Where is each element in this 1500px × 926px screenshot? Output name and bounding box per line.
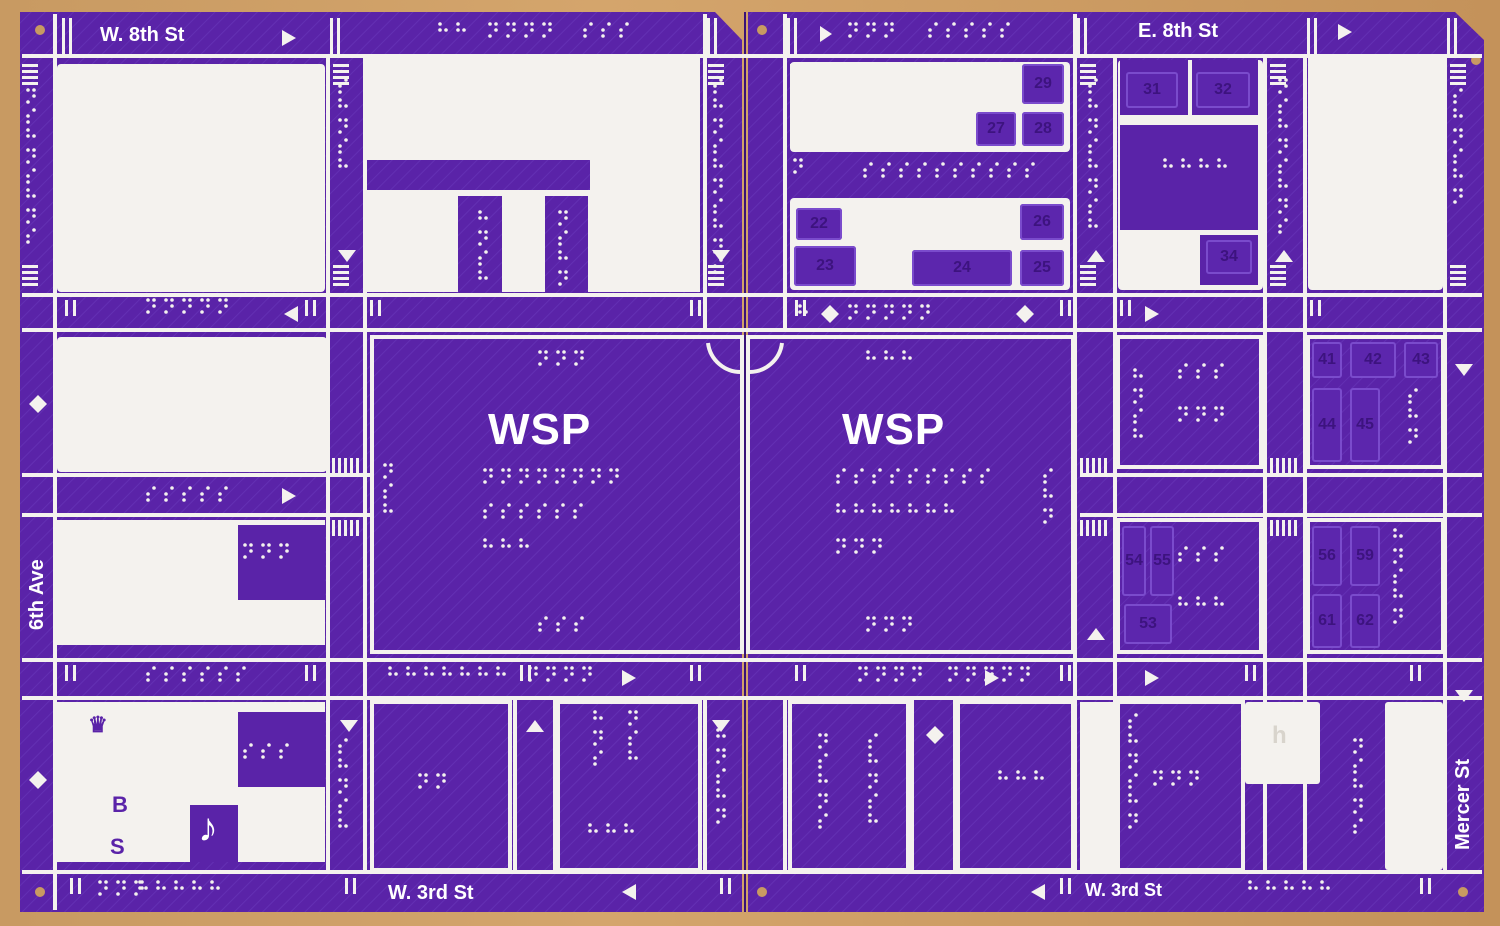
label-w-3rd-st-left: W. 3rd St — [388, 882, 474, 904]
diamond-icon — [926, 726, 944, 744]
block-w-upper — [57, 337, 327, 472]
building-25: 25 — [1020, 250, 1064, 286]
block-se-h — [1245, 702, 1320, 784]
arrow-icon — [622, 670, 636, 686]
arrow-icon — [1145, 306, 1159, 322]
building-22: 22 — [796, 208, 842, 240]
arrow-icon — [1455, 364, 1473, 376]
arrow-icon — [1087, 250, 1105, 262]
building-61: 61 — [1312, 594, 1342, 648]
arrow-icon — [340, 720, 358, 732]
letter-h-icon: h — [1272, 722, 1287, 749]
music-note-icon: ♪ — [198, 806, 218, 850]
block-ne-far — [1308, 54, 1443, 290]
building-53: 53 — [1124, 604, 1172, 644]
building-26: 26 — [1020, 204, 1064, 240]
building-24: 24 — [912, 250, 1012, 286]
arrow-icon — [1031, 884, 1045, 900]
letter-s-icon: S — [110, 834, 125, 859]
building-31: 31 — [1126, 72, 1178, 108]
building-23: 23 — [794, 246, 856, 286]
building-43: 43 — [1404, 342, 1438, 378]
building-62: 62 — [1350, 594, 1380, 648]
building-55: 55 — [1150, 526, 1174, 596]
block-se-right — [1385, 702, 1443, 870]
arrow-icon — [622, 884, 636, 900]
label-w-3rd-st-right: W. 3rd St — [1085, 880, 1163, 900]
building-44: 44 — [1312, 388, 1342, 462]
building-54: 54 — [1122, 526, 1146, 596]
arrow-icon — [1338, 24, 1352, 40]
label-w-8th-st: W. 8th St — [100, 24, 185, 46]
label-6th-ave: 6th Ave — [26, 559, 48, 630]
diamond-icon — [1016, 305, 1034, 323]
park-outline-right — [746, 335, 1075, 654]
block-nw — [57, 64, 325, 292]
arrow-icon — [1455, 690, 1473, 702]
arrow-icon — [526, 720, 544, 732]
building-34: 34 — [1206, 240, 1252, 274]
arrow-icon — [712, 720, 730, 732]
diamond-icon — [29, 771, 47, 789]
label-e-8th-st: E. 8th St — [1138, 20, 1219, 42]
letter-b-icon: B — [112, 792, 128, 817]
arrow-icon — [820, 26, 832, 42]
arrow-icon — [985, 670, 999, 686]
arrow-icon — [282, 30, 296, 46]
building-42: 42 — [1350, 342, 1396, 378]
building-32: 32 — [1196, 72, 1250, 108]
arrow-icon — [338, 250, 356, 262]
diamond-icon — [29, 395, 47, 413]
arrow-icon — [282, 488, 296, 504]
building-56: 56 — [1312, 526, 1342, 586]
building-59: 59 — [1350, 526, 1380, 586]
arrow-icon — [284, 306, 298, 322]
diamond-icon — [821, 305, 839, 323]
label-wsp-left: WSP — [488, 405, 592, 454]
building-28: 28 — [1022, 112, 1064, 146]
arrow-icon — [1145, 670, 1159, 686]
building-41: 41 — [1312, 342, 1342, 378]
arrow-icon — [1087, 628, 1105, 640]
building-27: 27 — [976, 112, 1016, 146]
arrow-icon — [712, 250, 730, 262]
crown-icon: ♛ — [88, 712, 108, 737]
label-wsp-right: WSP — [842, 405, 946, 454]
label-mercer-st: Mercer St — [1452, 758, 1474, 850]
arrow-icon — [1275, 250, 1293, 262]
park-outline-left — [370, 335, 744, 654]
block-n-center — [367, 58, 700, 292]
building-45: 45 — [1350, 388, 1380, 462]
building-29: 29 — [1022, 64, 1064, 104]
